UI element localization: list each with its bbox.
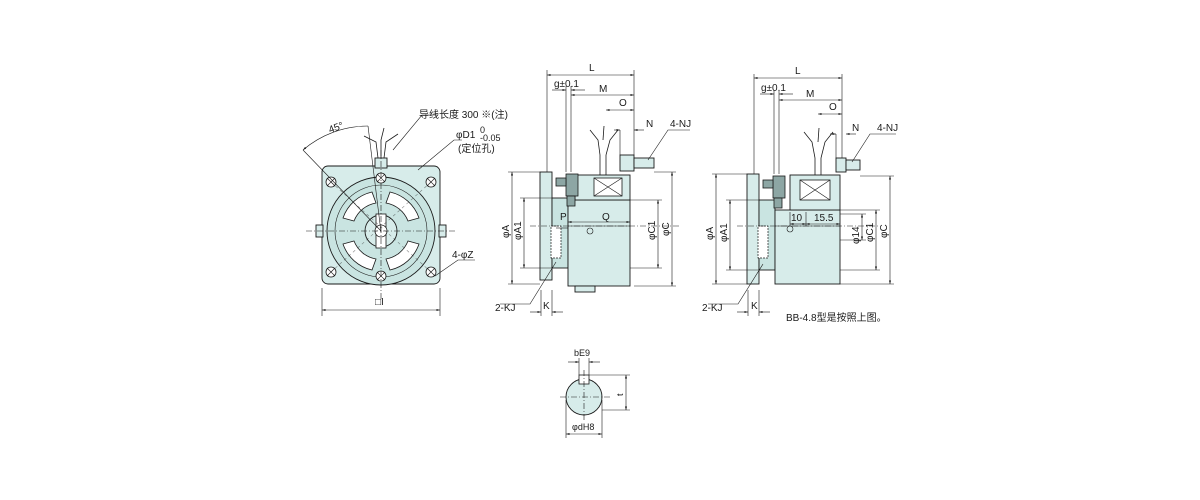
square-label: □I: [375, 297, 384, 308]
side-view-2: L g±0.1 M O N 4-NJ φA φA1 φ14 φC1 φC 10 …: [702, 66, 898, 324]
pilot-hole-tol-upper: 0: [480, 125, 485, 135]
side2-dim15: 15.5: [814, 213, 834, 224]
side2-L: L: [795, 66, 801, 77]
side2-body: [774, 209, 841, 285]
wire-note: 导线长度 300 ※(注): [419, 108, 508, 121]
side1-L: L: [589, 63, 595, 74]
side1-Q: Q: [602, 212, 610, 223]
side1-M: M: [599, 84, 607, 95]
shaft-d: φdH8: [572, 422, 594, 432]
side2-O: O: [829, 102, 837, 113]
side1-C1: φC1: [647, 220, 658, 240]
side2-N: N: [852, 123, 859, 134]
mount-holes-label: 4-φZ: [452, 250, 473, 261]
side1-C: φC: [661, 222, 672, 236]
side2-K: K: [751, 301, 758, 312]
side1-NJ: 4-NJ: [670, 119, 691, 130]
side1-P: P: [560, 212, 567, 223]
shaft-section: bE9 t φdH8: [560, 348, 630, 438]
side2-KJ: 2-KJ: [702, 303, 723, 314]
side1-g: g±0.1: [554, 79, 579, 90]
side2-C1: φC1: [865, 222, 876, 242]
side2-d14: φ14: [851, 226, 862, 244]
side1-KJ: 2-KJ: [495, 303, 516, 314]
side1-A: φA: [501, 225, 512, 238]
side1-body: [567, 199, 631, 287]
side1-N: N: [646, 119, 653, 130]
side2-A: φA: [705, 227, 716, 240]
side1-O: O: [619, 98, 627, 109]
angle-label: 45°: [327, 120, 345, 136]
side-view-1: L g±0.1 M O N 4-NJ φA φA1 φC1 φC P Q 2-K…: [495, 63, 691, 316]
side2-M: M: [806, 89, 814, 100]
side2-g: g±0.1: [761, 83, 786, 94]
side2-C: φC: [879, 224, 890, 238]
pilot-hole-note: (定位孔): [458, 142, 495, 155]
pilot-hole-label: φD1: [456, 130, 476, 141]
side2-note: BB-4.8型是按照上图。: [786, 311, 887, 324]
front-view: 45° 导线长度 300 ※(注) φD1 0 -0.05 (定位孔) 4-φZ…: [302, 108, 508, 316]
side1-A1: φA1: [513, 221, 524, 240]
side2-NJ: 4-NJ: [877, 123, 898, 134]
shaft-b: bE9: [574, 348, 590, 358]
side1-K: K: [543, 301, 550, 312]
side2-dim10: 10: [791, 213, 803, 224]
side2-A1: φA1: [719, 223, 730, 242]
shaft-t: t: [615, 393, 625, 396]
pilot-hole-tol: -0.05: [480, 133, 501, 143]
